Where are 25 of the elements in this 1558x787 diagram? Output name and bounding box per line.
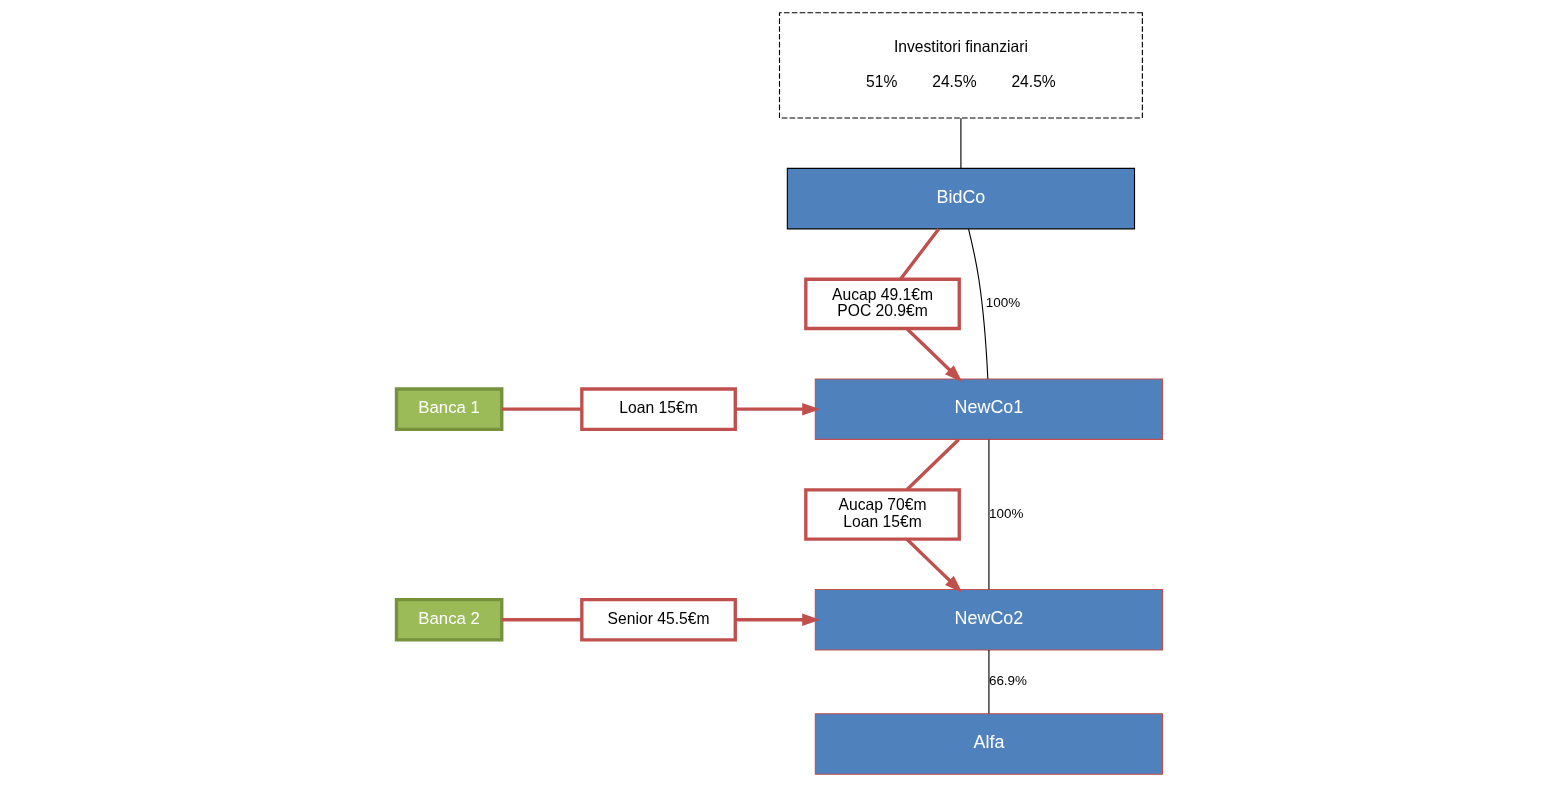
- node-box: Alfa: [814, 713, 1163, 775]
- node-box: Banca 1: [394, 387, 503, 431]
- node-box: Banca 2: [394, 597, 503, 642]
- arrow: [734, 613, 820, 626]
- arrow: [905, 327, 962, 383]
- node-box: NewCo2: [814, 588, 1163, 651]
- connector: [967, 228, 988, 380]
- connector: [501, 618, 582, 622]
- connector: [987, 649, 989, 715]
- node-box: BidCo: [786, 167, 1135, 230]
- connector: [959, 117, 961, 169]
- edge-label: 66.9%: [988, 673, 1027, 689]
- connector: [905, 438, 960, 491]
- connector: [898, 228, 940, 281]
- node-box: Aucap 70€m Loan 15€m: [803, 488, 961, 541]
- arrow: [734, 402, 820, 416]
- edge-label: 100%: [985, 295, 1020, 311]
- node-box: Investitori finanziari 51% 24.5% 24.5%: [778, 12, 1143, 119]
- edge-label: 100%: [988, 505, 1023, 521]
- connector: [501, 407, 582, 411]
- node-box: Senior 45.5€m: [579, 597, 737, 642]
- node-box: Loan 15€m: [579, 387, 737, 431]
- arrow: [905, 538, 962, 593]
- node-box: NewCo1: [814, 378, 1163, 440]
- node-box: Aucap 49.1€m POC 20.9€m: [803, 277, 961, 331]
